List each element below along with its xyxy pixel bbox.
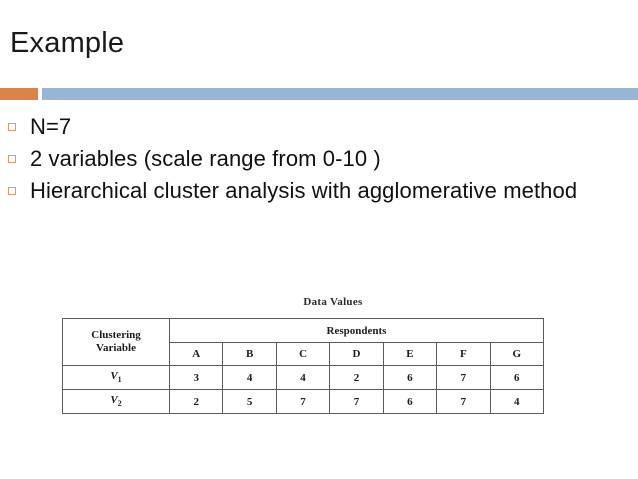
cell-v2-g: 4 [489, 389, 545, 414]
cell-v2-b: 5 [222, 389, 277, 414]
table-header-row: Clustering Variable Respondents [62, 318, 544, 366]
data-values-table: Clustering Variable Respondents A B C D … [62, 318, 545, 414]
respondent-header-g: G [489, 342, 545, 366]
cell-v1-c: 4 [275, 365, 331, 390]
clustering-variable-header-line1: Clustering [91, 329, 141, 341]
table-row: V2 2 5 7 7 6 7 4 [62, 389, 545, 414]
square-bullet-icon [8, 123, 16, 131]
row-label-v2-subscript: 2 [117, 399, 122, 409]
table-subheader-row: A B C D E F G [63, 342, 545, 366]
divider-main-bar [42, 88, 638, 100]
data-values-figure: Data Values Clustering Variable Responde… [62, 296, 545, 414]
row-label-v2: V2 [62, 389, 170, 414]
list-item: N=7 [8, 112, 630, 141]
cell-v1-f: 7 [436, 365, 491, 390]
row-label-v1: V1 [62, 365, 170, 390]
cell-v1-e: 6 [382, 365, 438, 390]
list-item-label: 2 variables (scale range from 0-10 ) [30, 146, 381, 171]
cell-v1-d: 2 [329, 365, 384, 390]
cell-v2-a: 2 [168, 389, 224, 414]
figure-caption: Data Values [303, 296, 363, 308]
row-label-v1-subscript: 1 [117, 375, 122, 385]
clustering-variable-header: Clustering Variable [62, 318, 170, 366]
cell-v1-b: 4 [222, 365, 277, 390]
list-item: Hierarchical cluster analysis with agglo… [8, 176, 630, 205]
list-item-label: N=7 [30, 114, 72, 139]
respondent-header-c: C [275, 342, 331, 366]
clustering-variable-header-line2: Variable [96, 342, 136, 354]
title-divider [0, 88, 638, 100]
respondent-header-d: D [329, 342, 384, 366]
list-item: 2 variables (scale range from 0-10 ) [8, 144, 630, 173]
cell-v2-e: 6 [382, 389, 438, 414]
respondent-header-f: F [436, 342, 491, 366]
page-title: Example [10, 27, 125, 59]
row-label-v1-base: V [110, 370, 118, 383]
table-row: V1 3 4 4 2 6 7 6 [62, 365, 545, 390]
respondent-header-e: E [382, 342, 438, 366]
cell-v2-c: 7 [275, 389, 331, 414]
row-label-v2-base: V [110, 394, 118, 407]
square-bullet-icon [8, 155, 16, 163]
cell-v1-g: 6 [489, 365, 545, 390]
cell-v2-d: 7 [329, 389, 384, 414]
cell-v2-f: 7 [436, 389, 491, 414]
respondent-header-a: A [168, 342, 224, 366]
bullet-list: N=7 2 variables (scale range from 0-10 )… [8, 112, 630, 208]
square-bullet-icon [8, 187, 16, 195]
divider-accent-block [0, 88, 38, 100]
list-item-label: Hierarchical cluster analysis with agglo… [30, 178, 578, 203]
cell-v1-a: 3 [168, 365, 224, 390]
respondent-header-b: B [222, 342, 277, 366]
respondents-group-header: Respondents [169, 318, 544, 343]
